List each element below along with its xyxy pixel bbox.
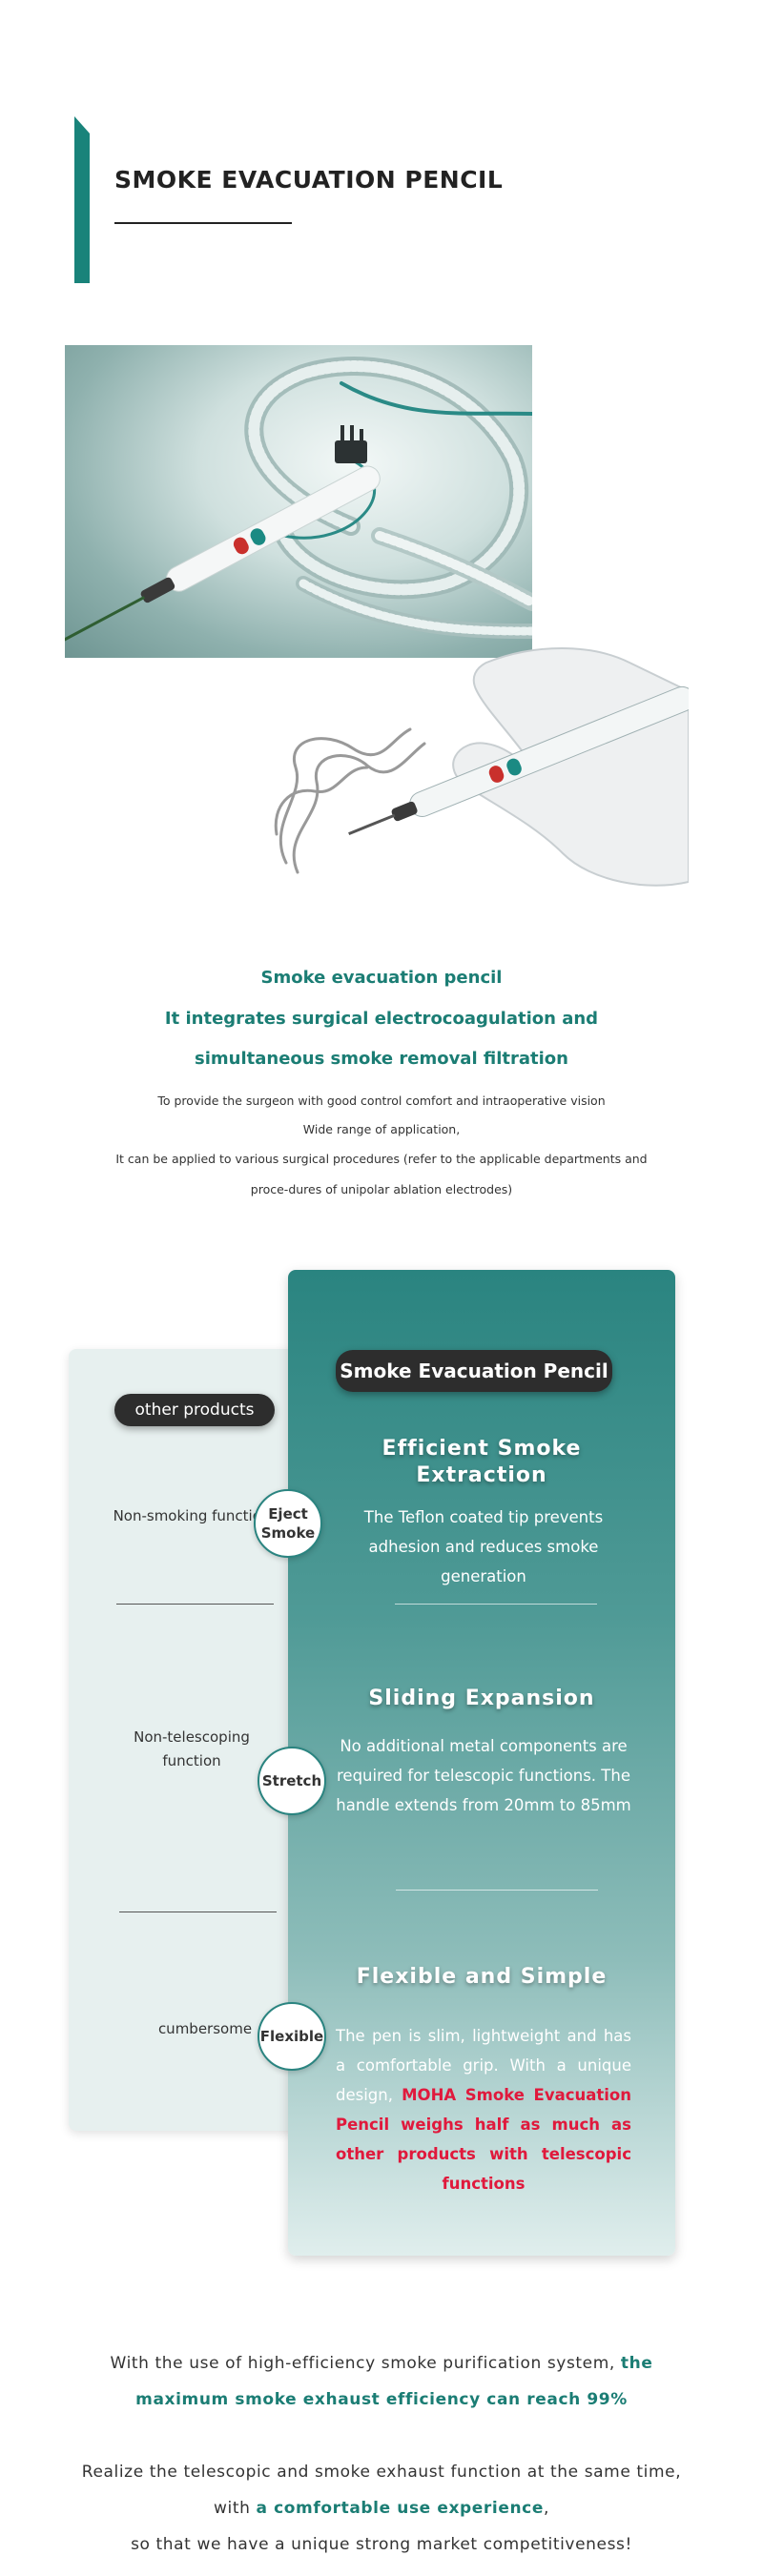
- moha-divider-2: [396, 1890, 598, 1891]
- bottom-highlight-2: a comfortable use experience: [256, 2499, 544, 2518]
- intro-subheading: It integrates surgical electrocoagulatio…: [164, 1009, 599, 1069]
- moha-product-panel: [288, 1270, 675, 2256]
- moha-divider-1: [395, 1604, 597, 1605]
- product-photo-illustration: [65, 357, 532, 644]
- other-divider-1: [116, 1604, 274, 1605]
- feature-badge-stretch: Stretch: [258, 1747, 326, 1815]
- page-title: SMOKE EVACUATION PENCIL: [114, 166, 504, 194]
- other-feature-1: Non-smoking function: [113, 1507, 271, 1524]
- feature-1-title: Efficient Smoke Extraction: [382, 1437, 582, 1487]
- bottom-statement-1: With the use of high-efficiency smoke pu…: [110, 2354, 653, 2409]
- other-products-panel: [69, 1349, 307, 2131]
- bottom-statement-3: so that we have a unique strong market c…: [131, 2535, 632, 2554]
- feature-badge-flexible: Flexible: [258, 2002, 326, 2071]
- other-feature-3: cumbersome: [157, 2020, 253, 2037]
- intro-line-2: Wide range of application,: [302, 1122, 461, 1136]
- hand-illustration: [274, 647, 695, 887]
- feature-2-title: Sliding Expansion: [368, 1687, 595, 1710]
- other-feature-2: Non-telescoping function: [134, 1728, 250, 1769]
- feature-badge-eject-smoke: Eject Smoke: [254, 1489, 322, 1558]
- intro-line-3: It can be applied to various surgical pr…: [115, 1152, 648, 1196]
- feature-3-title: Flexible and Simple: [356, 1965, 608, 1989]
- product-photo: [65, 345, 532, 658]
- other-products-label: other products: [114, 1394, 275, 1426]
- feature-3-description-highlight: MOHA Smoke Evacuation Pencil weighs half…: [336, 2086, 631, 2193]
- title-underline: [114, 222, 292, 224]
- hand-holding-pencil-photo: [248, 624, 695, 901]
- feature-2-description: No additional metal components are requi…: [336, 1737, 631, 1814]
- intro-heading: Smoke evacuation pencil: [260, 968, 503, 988]
- title-accent-bar: [74, 116, 90, 283]
- bottom-highlight-1: the maximum smoke exhaust efficiency can…: [135, 2354, 653, 2409]
- intro-section: Smoke evacuation pencil It integrates su…: [0, 963, 763, 1205]
- intro-line-1: To provide the surgeon with good control…: [157, 1094, 606, 1108]
- moha-product-label: Smoke Evacuation Pencil: [336, 1350, 612, 1392]
- feature-1-description: The Teflon coated tip prevents adhesion …: [363, 1508, 604, 1585]
- feature-3-description-plain: The pen is slim, lightweight and has a c…: [336, 2027, 631, 2104]
- bottom-statement-2: Realize the telescopic and smoke exhaust…: [81, 2463, 682, 2518]
- feature-3-description: The pen is slim, lightweight and has a c…: [336, 2021, 631, 2198]
